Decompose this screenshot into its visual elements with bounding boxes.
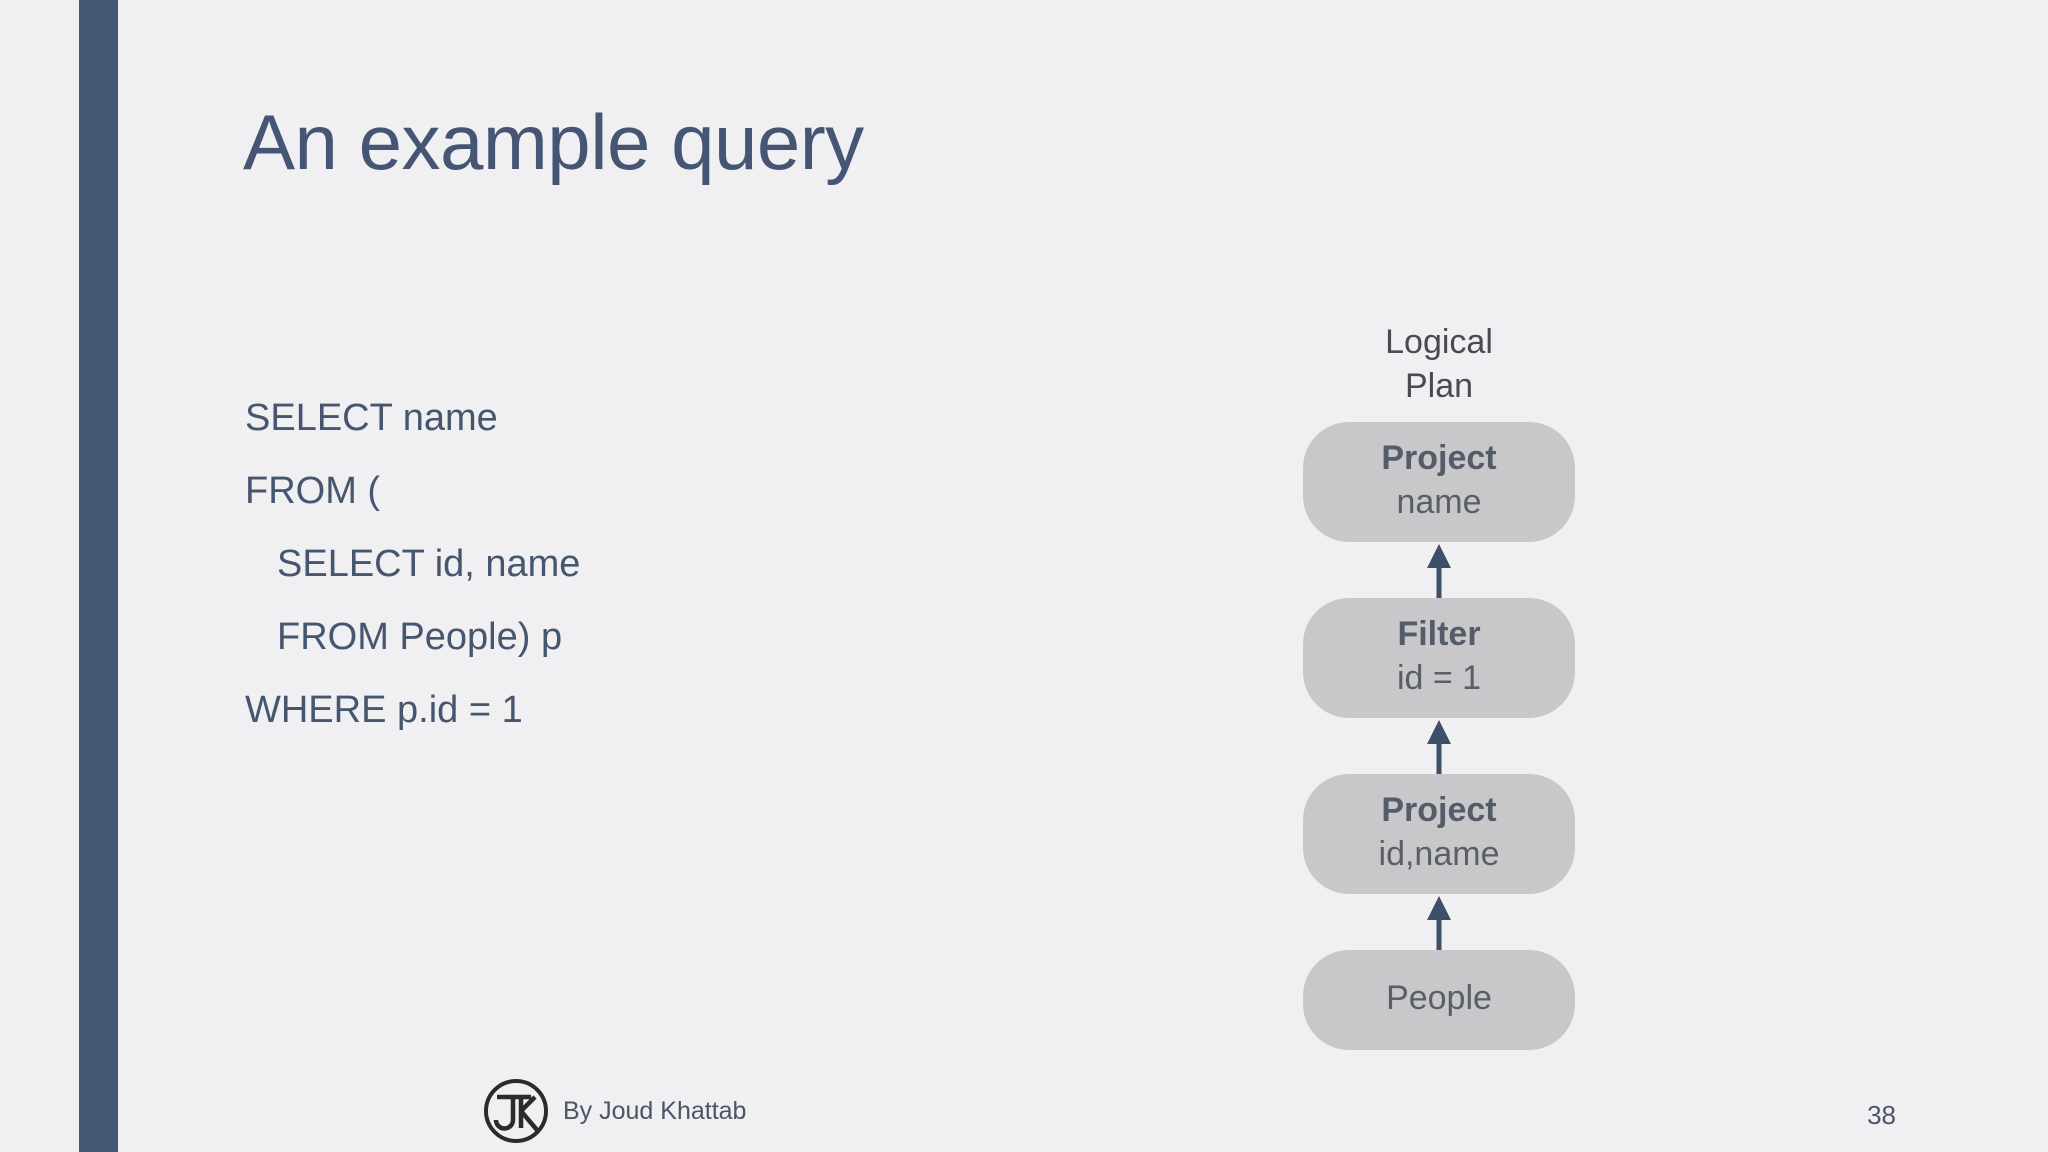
plan-node-label: People bbox=[1386, 979, 1492, 1017]
plan-node-people: People bbox=[1303, 950, 1575, 1050]
logical-plan-heading-line2: Plan bbox=[1404, 367, 1474, 405]
plan-node-title: Filter bbox=[1397, 615, 1481, 653]
footer-credit: By Joud Khattab bbox=[483, 1078, 746, 1144]
plan-node-subtitle: name bbox=[1396, 483, 1482, 521]
left-accent-bar bbox=[79, 0, 118, 1152]
sql-line-4: FROM People) p bbox=[277, 616, 563, 658]
sql-line-3: SELECT id, name bbox=[277, 543, 581, 585]
plan-node-subtitle: id,name bbox=[1378, 835, 1500, 873]
page-title: An example query bbox=[243, 98, 864, 186]
sql-line-5: WHERE p.id = 1 bbox=[245, 689, 523, 731]
plan-node-title: Project bbox=[1381, 439, 1497, 477]
jk-monogram-logo-icon bbox=[483, 1078, 549, 1144]
plan-arrow-up-2 bbox=[1303, 718, 1575, 774]
sql-line-1: SELECT name bbox=[245, 397, 498, 439]
plan-node-subtitle: id = 1 bbox=[1396, 659, 1482, 697]
plan-node-stack: Project name Filter id = 1 P bbox=[1303, 422, 1575, 1050]
logical-plan-heading-line1: Logical bbox=[1385, 323, 1493, 361]
plan-arrow-up-1 bbox=[1303, 542, 1575, 598]
logical-plan-diagram: Logical Plan Project name Filter id = 1 bbox=[1303, 320, 1575, 1050]
sql-query-block: SELECT name FROM ( SELECT id, name FROM … bbox=[245, 382, 945, 747]
plan-node-project-id-name: Project id,name bbox=[1303, 774, 1575, 894]
sql-line-2: FROM ( bbox=[245, 470, 381, 512]
plan-node-title: Project bbox=[1381, 791, 1497, 829]
plan-arrow-up-3 bbox=[1303, 894, 1575, 950]
logical-plan-heading: Logical Plan bbox=[1303, 320, 1575, 408]
credit-text: By Joud Khattab bbox=[563, 1096, 747, 1125]
plan-node-filter: Filter id = 1 bbox=[1303, 598, 1575, 718]
plan-node-project-name: Project name bbox=[1303, 422, 1575, 542]
page-number: 38 bbox=[1867, 1100, 1896, 1130]
